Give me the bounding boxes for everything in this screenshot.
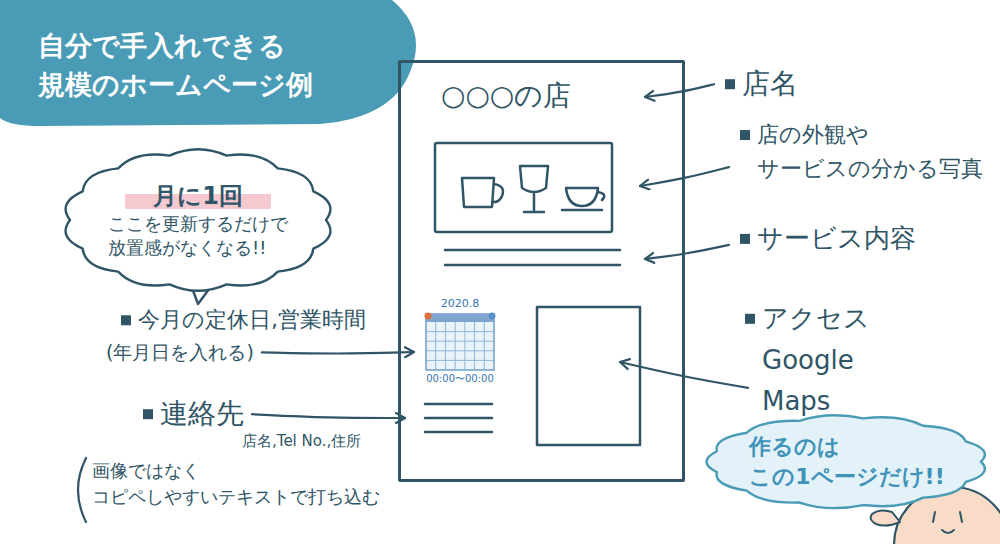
calendar-gridline [445, 322, 446, 370]
text-line: 作るのは [749, 432, 944, 462]
text-line: ここを更新するだけで [108, 212, 288, 236]
calendar-gridline [435, 322, 436, 370]
goblet [520, 166, 548, 212]
leader-arrow [252, 414, 405, 418]
text-line: Google [762, 340, 870, 382]
calendar-grid-drawing [425, 313, 495, 371]
leader-arrow [645, 245, 729, 259]
text-line: 画像ではなく [92, 458, 380, 484]
bullet [725, 79, 735, 89]
node-text: ○○○の店 [441, 77, 571, 115]
node-text: 00:00〜00:00 [426, 372, 494, 386]
node-text: 2020.8 [441, 297, 480, 312]
leader-arrow [645, 84, 714, 97]
calendar-gridline [484, 322, 485, 370]
text-line: 放置感がなくなる!! [108, 236, 288, 260]
text-line: アクセス [762, 298, 870, 340]
cloud-body [66, 149, 331, 291]
node-text: 作るのはこの1ページだけ!! [749, 432, 944, 491]
bullet [740, 234, 750, 244]
calendar-gridline [426, 331, 494, 332]
text-line [445, 250, 620, 265]
title: 自分で手入れできる規模のホームページ例 [38, 26, 313, 104]
leader-lines [252, 84, 748, 418]
calendar-gridline [474, 322, 475, 370]
calendar: 2020.8 00:00〜00:00 [423, 297, 497, 385]
face-hand [871, 510, 900, 525]
text-line: 規模のホームページ例 [38, 65, 313, 104]
calendar-gridline [426, 350, 494, 351]
text-line: 自分で手入れできる [38, 26, 313, 65]
page-mockup: ○○○の店 2020.8 00:00〜00:00 [398, 60, 685, 482]
annotation: 連絡先 [160, 396, 244, 432]
map-frame [537, 307, 640, 445]
note-cloud: 作るのはこの1ページだけ!! [705, 410, 989, 513]
calendar-gridline [426, 341, 494, 342]
annotation: 店名,Tel No.,住所 [242, 432, 361, 452]
bullet [121, 315, 131, 325]
text-line: コピペしやすいテキストで打ち込む [92, 484, 380, 510]
annotation: サービス内容 [757, 222, 916, 256]
calendar-pin [425, 312, 432, 319]
leader-arrow [262, 352, 414, 354]
teacup [562, 188, 604, 210]
bullet [740, 130, 750, 140]
mug [462, 178, 503, 207]
text-line: この1ページだけ!! [749, 462, 944, 492]
annotation: 今月の定休日,営業時間 [138, 306, 366, 335]
annotation: 店の外観やサービスの分かる写真 [757, 118, 983, 186]
calendar-gridline [464, 322, 465, 370]
bullet [143, 409, 153, 419]
text-line [425, 404, 492, 432]
calendar-grid [425, 313, 495, 371]
text-line: サービスの分かる写真 [757, 152, 983, 186]
bracket [78, 458, 86, 522]
bullet [745, 314, 755, 324]
face-features [933, 512, 962, 533]
cloud-body [706, 415, 984, 508]
speech-cloud: 月に1回ここを更新するだけで放置感がなくなる!! [62, 146, 334, 294]
cloud-outline [705, 410, 989, 513]
title-blob [0, 0, 416, 126]
calendar-body [426, 314, 494, 370]
annotation: 画像ではなくコピペしやすいテキストで打ち込む [92, 458, 380, 510]
annotation: 店名 [742, 66, 798, 102]
calendar-pin [489, 312, 496, 319]
annotation: (年月日を入れる) [106, 340, 254, 365]
calendar-header [426, 314, 494, 322]
calendar-gridline [426, 360, 494, 361]
text-line: Maps [762, 381, 870, 423]
annotation: アクセスGoogleMaps [762, 298, 870, 423]
page-illustration [425, 143, 640, 445]
text-line: 店の外観や [757, 118, 983, 152]
calendar-gridline [455, 322, 456, 370]
node-text: 月に1回 [125, 180, 271, 212]
photo-frame [435, 143, 612, 232]
node-text: ここを更新するだけで放置感がなくなる!! [108, 212, 288, 261]
